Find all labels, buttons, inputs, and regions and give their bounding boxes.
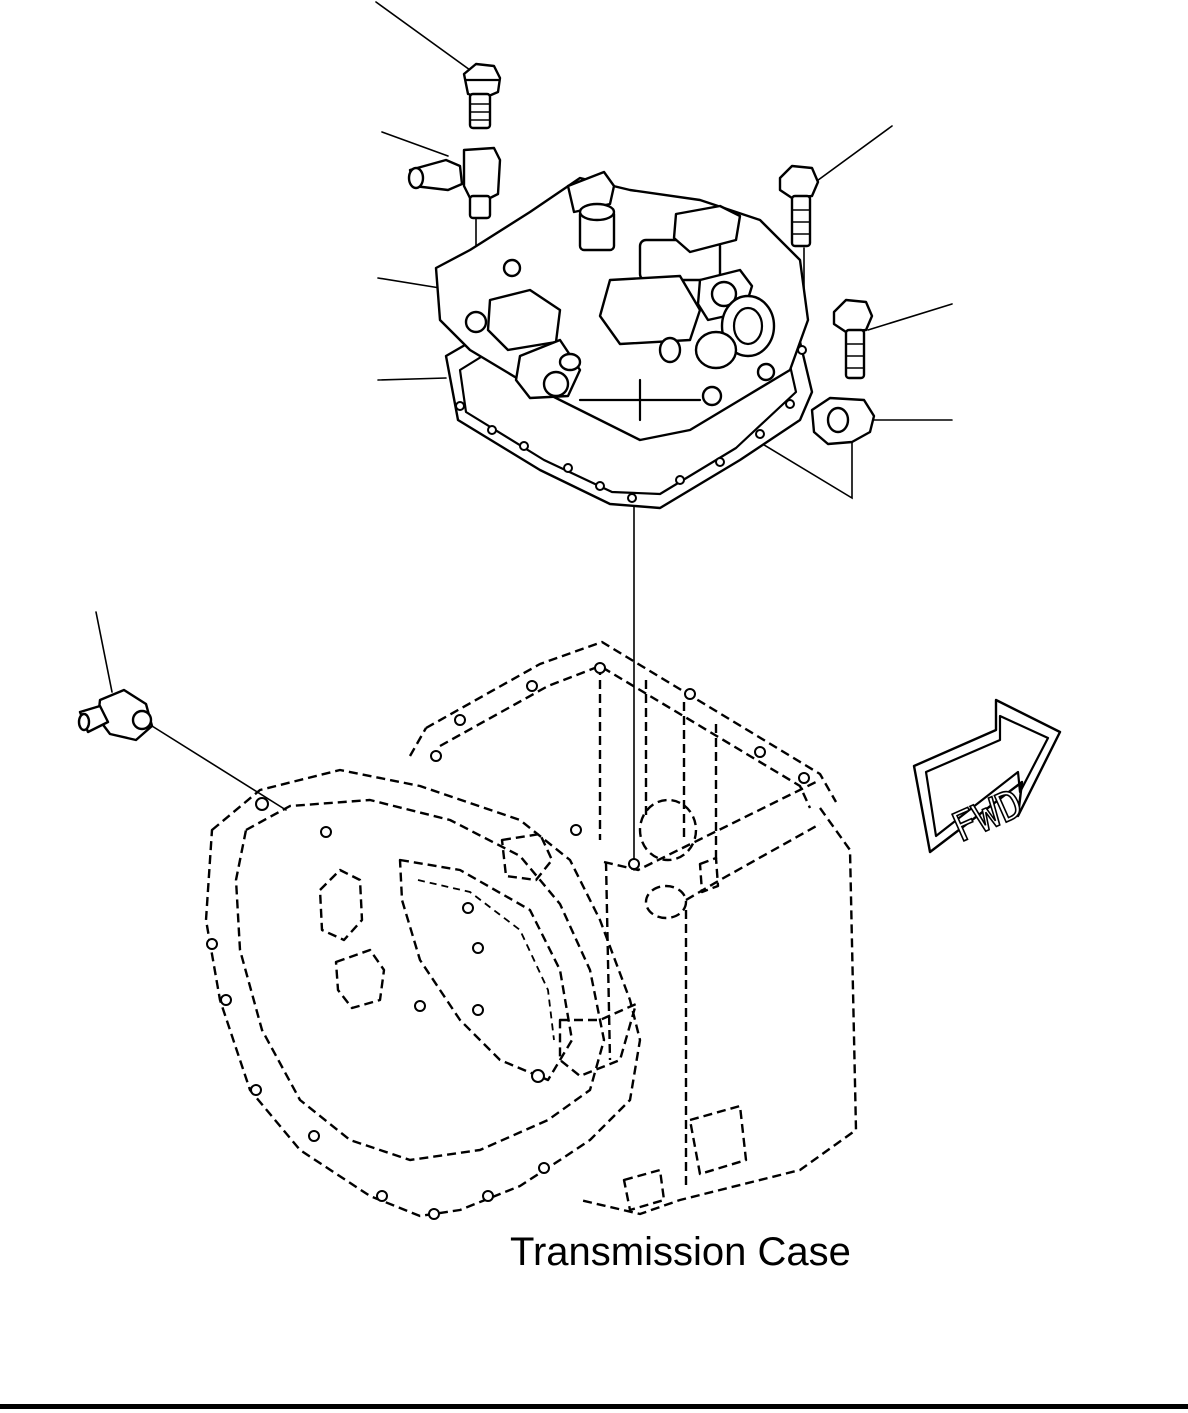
bolt-right-lower: [832, 298, 874, 380]
transmission-case: [204, 640, 858, 1220]
bottom-divider: [0, 1404, 1188, 1409]
bolt-right-upper: [778, 164, 820, 248]
valve-body-assembly: [434, 170, 814, 510]
pressure-sensor-left: [77, 688, 154, 742]
fwd-direction-arrow: FWD: [912, 698, 1062, 854]
speed-sensor-upper: [407, 146, 502, 220]
bracket-clip: [810, 396, 876, 446]
diagram-caption: Transmission Case: [510, 1230, 851, 1274]
bolt-top: [462, 62, 502, 130]
